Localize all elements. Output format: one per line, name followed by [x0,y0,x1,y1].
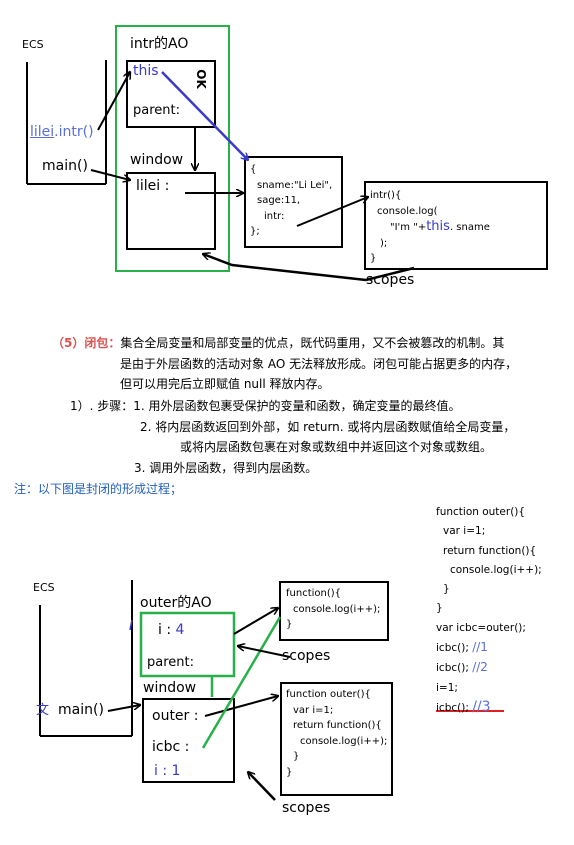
arrow-scopes-to-ao [238,646,291,658]
window-label-bottom: window [143,680,197,696]
stack-call-fn: .intr() [54,124,94,140]
object-line: }; [250,226,260,237]
closure-step2b: 或将内层函数包裹在对象或数组中并返回这个对象或数组。 [180,440,493,454]
stack-call-obj: lilei [30,124,55,140]
arrow-intr-to-ao [97,72,130,131]
closure-heading-line: （5）闭包：集合全局变量和局部变量的优点，既代码重用，又不会被篡改的机制。其 [52,334,504,352]
ecs-stack-bottom [39,580,133,737]
stack-call-intr: lilei.intr() [30,124,94,140]
lilei-object-box [244,156,343,248]
parent-label-bottom: parent: [147,655,194,670]
code-line: var i=1; [443,525,486,538]
arrow-main-to-window-bottom [107,705,140,712]
intr-function-box [364,181,548,270]
outer-function-text: function outer(){ var i=1; return functi… [286,687,387,780]
outer-ao-box [139,611,236,678]
outer-ao-title: outer的AO [140,595,212,611]
i-one-label: i : 1 [154,763,181,779]
outer-box-line: } [293,751,300,762]
stack-main-top: main() [42,158,88,174]
inner-function-text: function(){ console.log(i++); } [286,586,380,633]
closure-note: 注：以下图是封闭的形成过程； [14,482,183,496]
lilei-label: lilei : [136,178,170,194]
intr-ao-title: intr的AO [130,36,189,52]
func-line: } [370,253,377,264]
arrow-i-to-function [233,608,278,635]
object-line: { [250,164,257,175]
func-box-line: function(){ [286,588,342,599]
arrow-this-to-object [161,71,248,160]
code-listing: function outer(){ var i=1; return functi… [436,503,542,718]
func-line: ); [380,237,388,249]
i-value: 4 [175,622,185,638]
arrow-icbc-to-inner-function [201,616,282,749]
ecs-stack-top [26,60,107,185]
intr-ao-box [126,60,216,128]
ok-mark: OK [193,69,208,89]
scopes-label-top: scopes [366,272,415,288]
intr-ao-container [115,25,230,272]
outer-box-line: } [286,766,293,778]
scribble-mark: 文 [36,703,50,718]
func-line: console.log( [377,205,438,217]
code-line: console.log(i++); [450,563,542,576]
closure-step2a: 2. 将内层函数返回到外部，如 return. 或将内层函数赋值给全局变量， [140,420,516,434]
arrow-outer-to-function [204,696,278,717]
scopes-label-bottom: scopes [282,800,331,816]
code-call-3: icbc(); //3 [436,698,491,715]
link-scopes-bottom [248,772,276,801]
outer-box-line: function outer(){ [286,689,371,700]
this-label: this [133,63,159,79]
link-scopes-to-function [365,266,415,282]
lilei-object-text: { sname:"Li Lei", sage:11, intr: }; [250,162,332,240]
func-box-line: console.log(i++); [293,603,381,615]
closure-para3: 但可以用完后立即赋值 null 释放内存。 [120,377,330,391]
closure-para2: 是由于外层函数的活动对象 AO 无法释放形成。闭包可能占据更多的内存， [120,357,518,371]
code-line: } [436,602,443,615]
closure-step1: 1）. 步骤：1. 用外层函数包裹受保护的变量和函数，确定变量的最终值。 [70,399,461,413]
object-line: sname:"Li Lei", [257,179,333,191]
parent-label-top: parent: [133,103,180,118]
closure-heading: （5）闭包： [52,336,121,350]
func-box-line: } [286,619,293,630]
arrow-main-to-window [90,169,130,180]
func-line: intr(){ [370,190,402,201]
code-line: return function(){ [443,544,537,557]
code-reassign: i=1; [436,681,458,694]
stack-main-bottom: main() [58,702,104,718]
func-line-this: "I'm "+this. sname [390,219,490,234]
window-box-top [126,172,216,250]
closure-step3: 3. 调用外层函数，得到内层函数。 [134,461,318,475]
code-line: } [443,583,450,596]
closure-para1: 集合全局变量和局部变量的优点，既代码重用，又不会被篡改的机制。其 [120,336,505,350]
ecs-label-top: ECS [22,38,44,51]
icbc-label: icbc : [152,739,190,755]
code-call-1: icbc(); //1 [436,640,488,655]
object-line: intr: [264,210,285,222]
code-line: function outer(){ [436,506,526,518]
outer-box-line: console.log(i++); [300,735,388,747]
scopes-label-middle: scopes [282,648,331,664]
object-line: sage:11, [257,195,301,206]
intr-function-text: intr(){ console.log( "I'm "+this. sname … [370,188,490,267]
outer-box-line: var i=1; [293,704,334,716]
code-line: var icbc=outer(); [436,621,526,634]
arrow-intr-to-function [296,197,368,227]
ecs-label-bottom: ECS [33,581,55,594]
window-box-bottom [142,698,235,783]
i-four-line: i : 4 [158,622,184,638]
window-label-top: window [130,152,184,168]
arrow-scopes-to-window-top [203,254,367,282]
code-call-2: icbc(); //2 [436,660,488,675]
outer-label: outer : [152,708,199,724]
i-label: i : [158,622,176,638]
outer-function-box [280,682,393,796]
outer-box-line: return function(){ [293,720,382,731]
